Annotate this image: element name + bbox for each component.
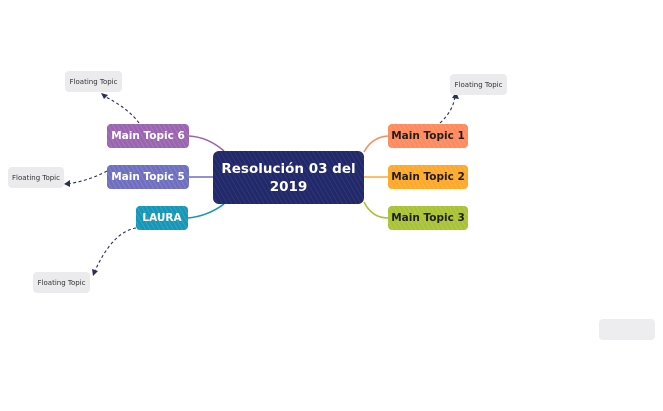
main-topic-laura[interactable]: LAURA [136, 206, 188, 230]
main-topic-6[interactable]: Main Topic 6 [107, 124, 189, 148]
float-arrow-top-right [452, 92, 459, 99]
float-line-top-left [103, 95, 140, 124]
main-topic-5[interactable]: Main Topic 5 [107, 165, 189, 189]
central-topic[interactable]: Resolución 03 del 2019 [213, 151, 364, 204]
float-line-bottom-left [93, 227, 137, 274]
main-topic-2[interactable]: Main Topic 2 [388, 165, 468, 189]
float-arrow-bottom-left [92, 269, 98, 276]
branch-line-topic-1 [363, 135, 389, 153]
branch-line-topic-6 [188, 135, 225, 152]
float-line-left [66, 170, 108, 185]
floating-topic-bottom-left[interactable]: Floating Topic [33, 272, 90, 293]
floating-topic-left[interactable]: Floating Topic [8, 167, 64, 188]
empty-floating-topic[interactable] [599, 319, 655, 340]
float-arrow-top-left [101, 93, 108, 99]
float-line-top-right [439, 94, 456, 124]
floating-topic-top-right[interactable]: Floating Topic [450, 74, 507, 95]
branch-line-laura [187, 203, 225, 219]
main-topic-3[interactable]: Main Topic 3 [388, 206, 468, 230]
main-topic-1[interactable]: Main Topic 1 [388, 124, 468, 148]
branch-line-topic-3 [363, 201, 389, 219]
floating-topic-top-left[interactable]: Floating Topic [65, 71, 122, 92]
float-arrow-left [64, 180, 70, 187]
